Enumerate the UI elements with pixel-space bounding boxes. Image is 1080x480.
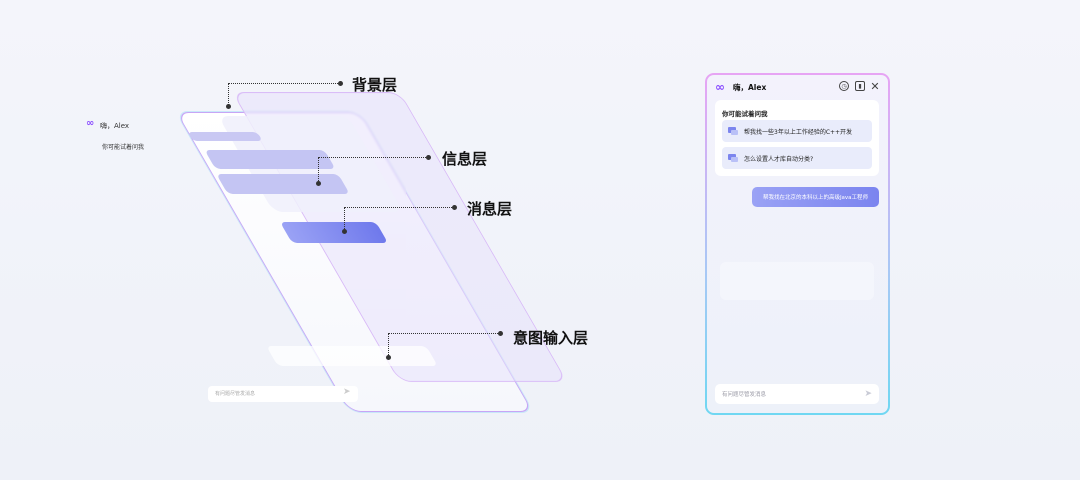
- suggestion-item[interactable]: 怎么设置人才库自动分类?: [722, 147, 872, 169]
- layout-icon[interactable]: ▮: [855, 81, 865, 91]
- history-icon[interactable]: ◷: [839, 81, 849, 91]
- leader-dot: [342, 229, 347, 234]
- leader-dot: [426, 155, 431, 160]
- panel-title: 嗨，Alex: [733, 83, 767, 92]
- leader-line: [388, 333, 389, 357]
- suggestion-text: 怎么设置人才库自动分类?: [744, 155, 814, 163]
- label-background-layer: 背景层: [352, 76, 398, 94]
- suggestion-item[interactable]: 帮我找一些3年以上工作经验的C++开发: [722, 120, 872, 142]
- leader-dot: [316, 181, 321, 186]
- leader-dot: [338, 81, 343, 86]
- infinity-logo-icon: ∞: [715, 80, 725, 94]
- user-message-text: 帮我找在北京的本科以上的高级Java工程师: [762, 195, 869, 201]
- info-bar: [216, 174, 350, 194]
- label-input-layer: 意图输入层: [513, 329, 589, 347]
- chat-icon: [728, 154, 738, 162]
- mini-question: 你可能试着问我: [102, 144, 145, 151]
- mini-greeting: 嗨，Alex: [100, 122, 130, 130]
- leader-line: [318, 157, 428, 158]
- leader-dot: [226, 104, 231, 109]
- send-icon[interactable]: ➤: [864, 389, 872, 399]
- mini-logo-icon: ∞: [86, 118, 95, 129]
- message-bar: [279, 222, 389, 243]
- leader-dot: [386, 355, 391, 360]
- info-bar: [204, 150, 336, 169]
- leader-dot: [452, 205, 457, 210]
- input-bar: [266, 346, 438, 366]
- leader-line: [344, 207, 454, 208]
- layer-diagram: ∞ 嗨，Alex 你可能试着问我 有问题尽管发消息 ➤ 背景层 信息层 消息层 …: [86, 76, 589, 412]
- label-message-layer: 消息层: [467, 200, 513, 218]
- chat-icon: [728, 127, 738, 135]
- user-message-bubble: 帮我找在北京的本科以上的高级Java工程师: [752, 187, 879, 207]
- message-input[interactable]: 有问题尽管发消息 ➤: [715, 384, 879, 404]
- label-info-layer: 信息层: [442, 150, 488, 168]
- close-icon[interactable]: ✕: [870, 79, 880, 93]
- mini-send-icon: ➤: [343, 387, 351, 397]
- info-bar-short: [187, 132, 263, 141]
- mini-input: [208, 386, 358, 402]
- mini-input-placeholder: 有问题尽管发消息: [215, 391, 256, 397]
- leader-line: [344, 207, 345, 231]
- leader-line: [388, 333, 500, 334]
- loading-placeholder: [720, 262, 874, 300]
- suggestion-text: 帮我找一些3年以上工作经验的C++开发: [744, 128, 853, 136]
- leader-line: [318, 157, 319, 183]
- leader-line: [228, 83, 229, 107]
- leader-line: [228, 83, 340, 84]
- suggestion-title: 你可能试着问我: [722, 110, 768, 118]
- leader-dot: [498, 331, 503, 336]
- message-input-placeholder: 有问题尽管发消息: [722, 392, 767, 398]
